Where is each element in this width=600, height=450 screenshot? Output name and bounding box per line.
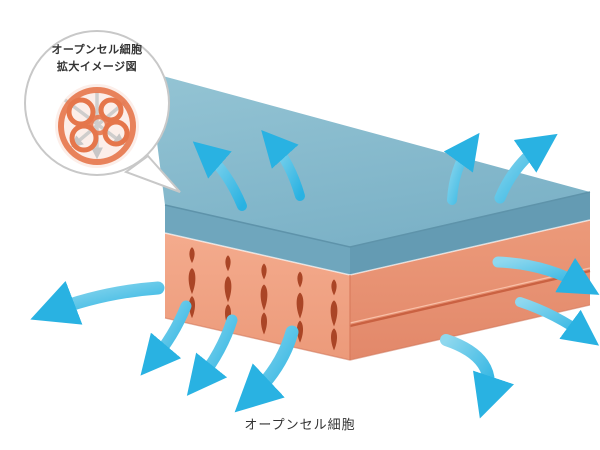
foam-cell-hole bbox=[261, 263, 267, 280]
caption: オープンセル細胞 bbox=[244, 417, 356, 432]
open-cell-structure bbox=[55, 84, 139, 168]
foam-cell-hole bbox=[330, 300, 338, 327]
foam-cell-hole bbox=[224, 276, 232, 303]
airflow-arrow bbox=[440, 334, 514, 419]
cell-pore bbox=[69, 123, 99, 153]
foam-seam-highlight bbox=[349, 267, 591, 324]
foam-cell-hole bbox=[296, 292, 304, 319]
top-layer-edge-left bbox=[165, 205, 350, 275]
airflow-arrow bbox=[234, 325, 299, 413]
cell-pore bbox=[98, 97, 124, 123]
top-face-front-edge bbox=[164, 191, 591, 248]
mattress bbox=[148, 72, 591, 361]
callout-label-line2: 拡大イメージ図 bbox=[56, 60, 138, 73]
airflow-arrow bbox=[494, 133, 558, 204]
foam-cell-hole bbox=[297, 320, 303, 343]
airflow-arrow bbox=[261, 129, 305, 201]
airflow-arrow bbox=[492, 256, 600, 295]
airflow-arrow bbox=[443, 132, 480, 205]
airflow-arrows bbox=[30, 129, 600, 419]
foam-cell-hole bbox=[261, 312, 267, 335]
cell-ring bbox=[58, 87, 136, 165]
foam-cell-hole bbox=[225, 255, 231, 272]
foam-seam-line bbox=[349, 269, 591, 328]
callout-label-line1: オープンセル細胞 bbox=[51, 44, 143, 56]
callout-label: オープンセル細胞 拡大イメージ図 bbox=[27, 42, 167, 75]
top-layer-edge-right bbox=[350, 192, 590, 275]
mattress-top-face bbox=[148, 72, 590, 247]
foam-cell-hole bbox=[189, 247, 195, 264]
foam-side-face bbox=[350, 220, 590, 360]
foam-cell-hole bbox=[260, 284, 268, 311]
foam-cell-hole bbox=[189, 296, 195, 319]
foam-cell-hole bbox=[331, 279, 337, 296]
foam-cell-hole bbox=[188, 268, 196, 295]
airflow-arrow bbox=[186, 314, 238, 396]
airflow-arrow bbox=[192, 141, 247, 211]
foam-cell-hole bbox=[297, 271, 303, 288]
cell-pore bbox=[88, 114, 110, 136]
foam-cell-hole bbox=[331, 328, 337, 351]
cell-wireframe bbox=[58, 87, 136, 165]
open-cell-callout bbox=[24, 30, 181, 193]
airflow-arrow bbox=[30, 280, 165, 325]
airflow-arrow bbox=[515, 297, 600, 346]
airflow-arrow bbox=[140, 300, 192, 376]
